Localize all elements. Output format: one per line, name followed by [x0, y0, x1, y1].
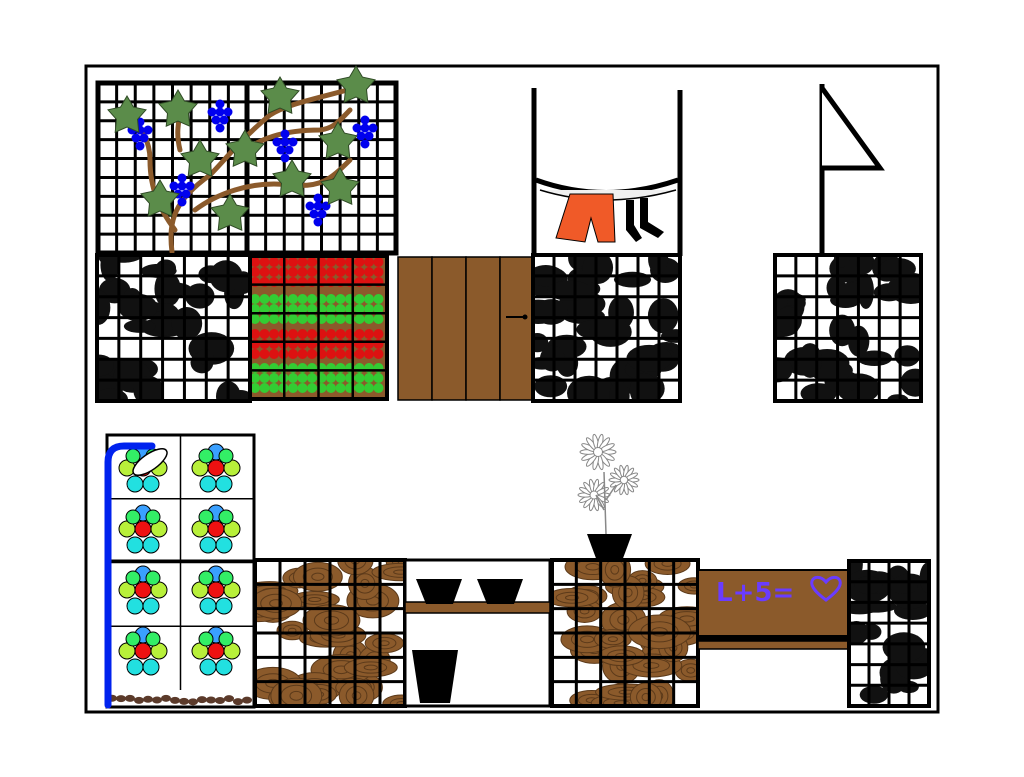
- shower-panel: [104, 433, 256, 709]
- shower-head-icon: [132, 448, 168, 476]
- outer-frame: [84, 64, 940, 714]
- heart-icon: [810, 575, 842, 602]
- wooden-bench: L+5=: [697, 569, 849, 650]
- bowl-left: [416, 579, 462, 604]
- flag: [819, 84, 885, 256]
- wood-gabion: [253, 558, 407, 708]
- laundry-line: [531, 88, 683, 256]
- bowl-right: [477, 579, 523, 604]
- pebble-gabion: [847, 559, 931, 708]
- wood-gabion: [550, 558, 700, 708]
- shelf-unit: [403, 558, 552, 708]
- pebble-gabion: [531, 253, 682, 403]
- shower-pipe: [104, 442, 156, 709]
- bucket: [412, 650, 458, 703]
- socks: [626, 198, 664, 242]
- flower-bed-gabion: [248, 254, 389, 401]
- grape-trellis: [95, 65, 399, 256]
- pebble-gabion: [773, 253, 923, 403]
- shorts: [555, 193, 616, 243]
- sign-text: L+5=: [716, 578, 794, 608]
- pebble-gabion: [95, 253, 252, 403]
- wooden-door[interactable]: [397, 256, 534, 401]
- vase: [587, 534, 632, 561]
- flower-vase: [577, 433, 640, 561]
